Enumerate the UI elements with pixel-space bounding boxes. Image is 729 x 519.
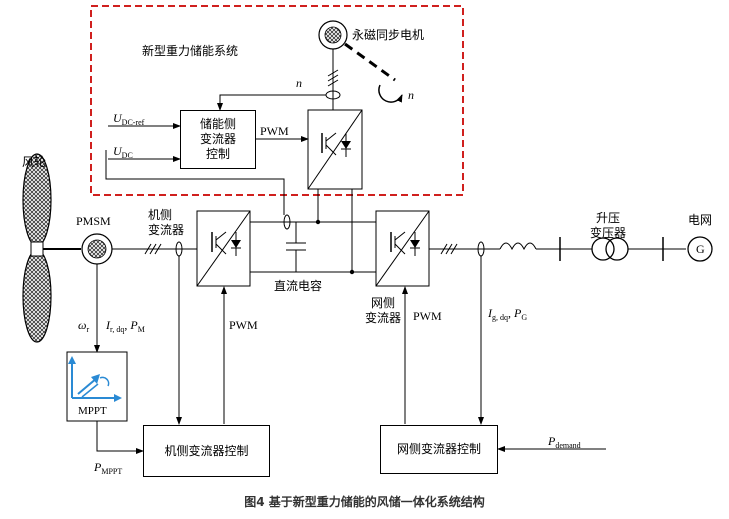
udc-label: UDC (113, 144, 133, 160)
current-sensor-dc (283, 214, 291, 230)
gen-converter-label: 机侧变流器 (148, 208, 185, 237)
pmsm-label: PMSM (76, 214, 111, 228)
dc-link-wires (250, 189, 376, 273)
wind-turbine-blades-icon (22, 153, 52, 343)
mppt-chart-icon (68, 356, 122, 402)
storage-ctrl-line1: 储能侧 (199, 117, 236, 131)
speed-label-arrow: n (408, 88, 414, 102)
storage-ctrl-box: 储能侧 变流器 控制 (180, 110, 256, 169)
ir-pm-label: Ir, dq, PM (106, 318, 145, 334)
inductor-icon (499, 242, 537, 251)
storage-ctrl-line3: 控制 (205, 147, 230, 161)
grid-converter-symbol (375, 210, 430, 287)
mppt-box (66, 351, 128, 422)
rotation-arrow-icon (378, 84, 403, 103)
storage-converter-symbol (307, 109, 363, 190)
ig-pg-label: Ig, dq, PG (488, 306, 528, 322)
p-mppt-label: PMPPT (94, 460, 123, 476)
gen-converter-symbol (196, 210, 251, 287)
p-demand-label: Pdemand (548, 434, 581, 450)
storage-system-boundary (90, 5, 464, 196)
storage-system-title: 新型重力储能系统 (142, 44, 239, 58)
storage-ctrl-line2: 变流器 (199, 132, 236, 146)
wind-wheel-label: 风轮 (22, 155, 47, 169)
motor-label: 永磁同步电机 (352, 28, 425, 42)
udc-ref-label: UDC-ref (113, 111, 145, 127)
gravity-arm (344, 42, 396, 82)
grid-label: 电网 (688, 213, 713, 227)
storage-motor-icon (318, 20, 348, 50)
grid-converter-label: 网侧变流器 (365, 296, 402, 325)
pwm-left-label: PWM (229, 318, 258, 332)
speed-label-n: n (296, 76, 302, 90)
figure-caption: 图4 基于新型重力储能的风储一体化系统结构 (244, 495, 485, 509)
pwm-top-label: PWM (260, 124, 289, 138)
gen-ctrl-box: 机侧变流器控制 (143, 425, 270, 477)
dc-cap-label: 直流电容 (274, 279, 323, 293)
grid-source-symbol: G (696, 242, 705, 256)
transformer-label: 升压变压器 (590, 211, 627, 240)
omega-r-label: ωr (78, 318, 90, 334)
grid-ctrl-box: 网侧变流器控制 (380, 425, 498, 474)
pmsm-icon (81, 233, 113, 265)
pwm-right-label: PWM (413, 309, 442, 323)
mppt-label: MPPT (78, 405, 107, 417)
grid-source-icon (687, 236, 713, 262)
transformer-icon (591, 237, 629, 261)
